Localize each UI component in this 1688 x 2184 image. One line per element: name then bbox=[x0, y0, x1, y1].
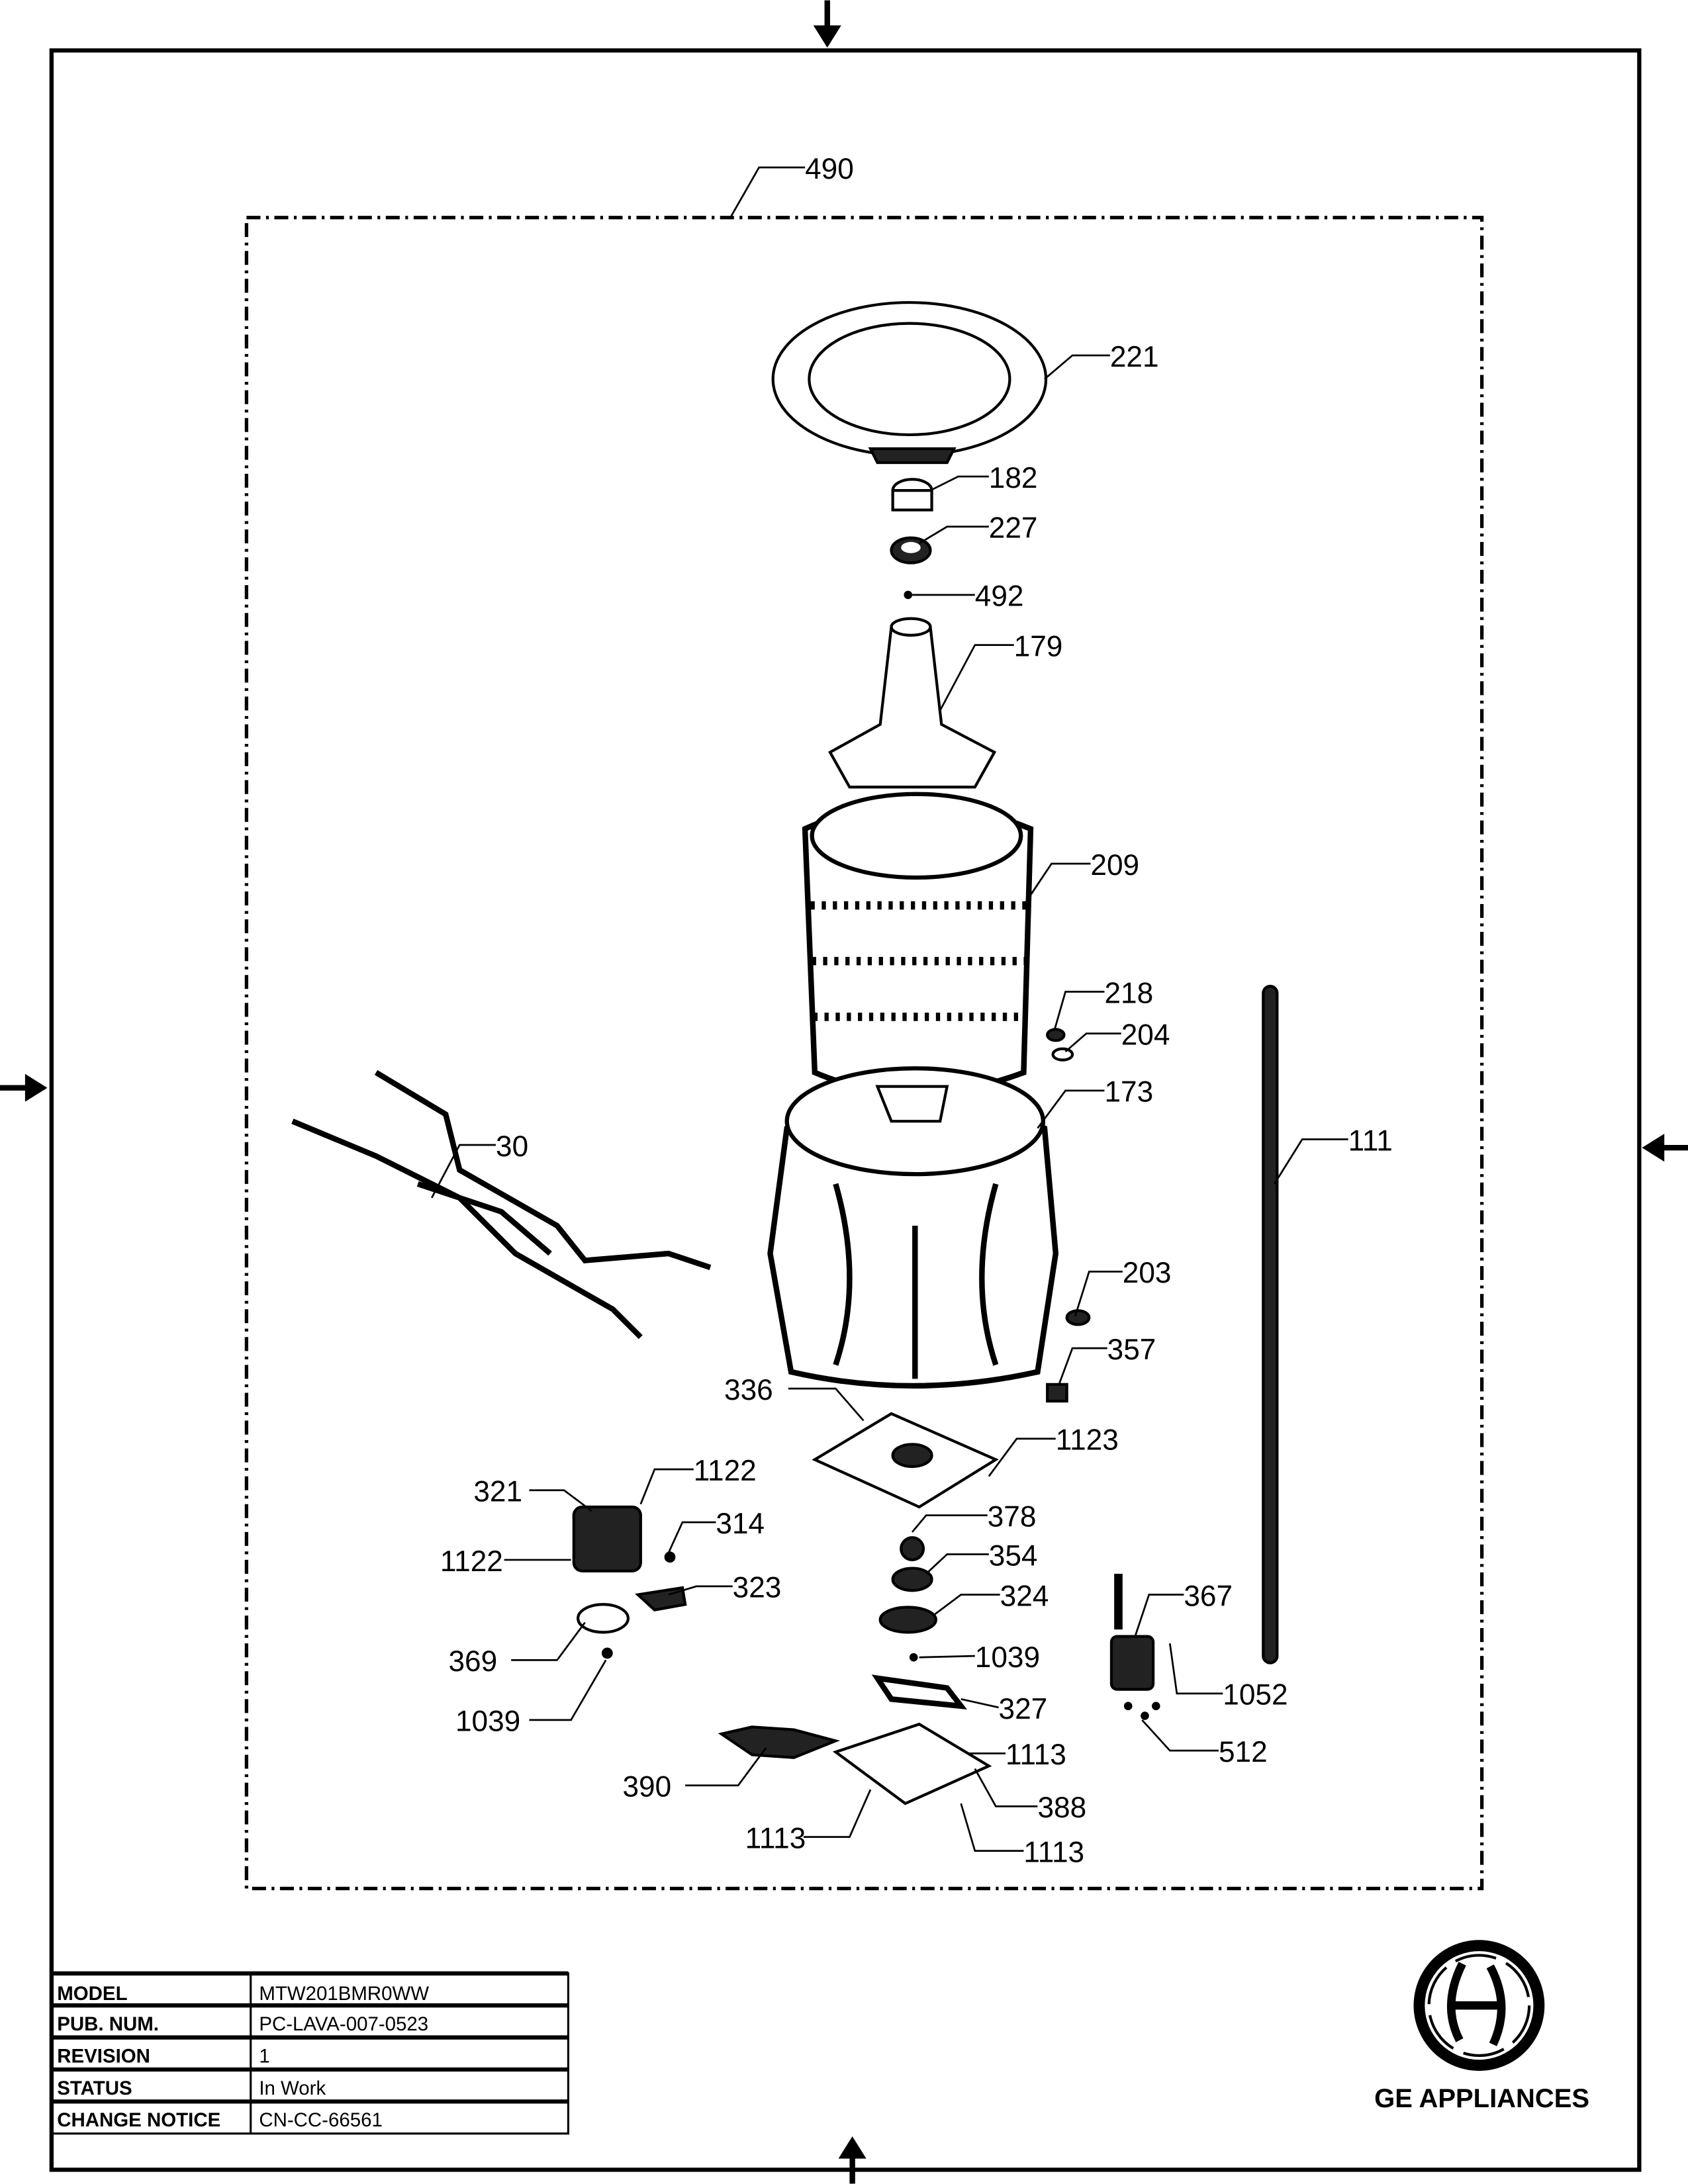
page-border bbox=[49, 48, 1642, 2172]
callout-179: 179 bbox=[1014, 630, 1063, 662]
callout-321: 321 bbox=[473, 1476, 522, 1508]
part-218-204-washers bbox=[1046, 1028, 1074, 1062]
ge-logo: GE APPLIANCES bbox=[1374, 1940, 1589, 2113]
model-label: MODEL bbox=[57, 1983, 127, 2005]
callout-388: 388 bbox=[1037, 1792, 1086, 1824]
revision-value: 1 bbox=[259, 2045, 269, 2067]
callout-182: 182 bbox=[989, 462, 1038, 494]
callout-221: 221 bbox=[1110, 341, 1159, 373]
change-notice-value: CN-CC-66561 bbox=[259, 2109, 382, 2131]
part-492-screw bbox=[904, 590, 913, 600]
callout-227: 227 bbox=[989, 512, 1038, 545]
part-30-wire-harness bbox=[291, 1069, 712, 1340]
callout-218: 218 bbox=[1104, 977, 1153, 1009]
part-369-pulley bbox=[577, 1603, 630, 1634]
callout-1113-c: 1113 bbox=[1023, 1836, 1084, 1868]
callout-492: 492 bbox=[975, 580, 1024, 613]
callout-490: 490 bbox=[805, 153, 854, 185]
callout-390: 390 bbox=[622, 1771, 671, 1803]
callout-204: 204 bbox=[1121, 1019, 1170, 1051]
callout-357: 357 bbox=[1107, 1334, 1156, 1366]
callout-111: 111 bbox=[1348, 1124, 1393, 1157]
part-203-washer bbox=[1065, 1309, 1091, 1326]
callout-1113: 1113 bbox=[1006, 1739, 1066, 1771]
callout-30: 30 bbox=[496, 1130, 528, 1163]
model-value: MTW201BMR0WW bbox=[259, 1983, 429, 2005]
part-336-mounting-plate bbox=[812, 1412, 999, 1509]
part-182-bushing bbox=[891, 478, 933, 512]
part-111-suspension-rod bbox=[1262, 984, 1279, 1664]
callout-1039-b: 1039 bbox=[455, 1706, 520, 1738]
callout-1122: 1122 bbox=[694, 1455, 757, 1487]
callout-1113-b: 1113 bbox=[745, 1822, 806, 1854]
assembly-boundary bbox=[244, 216, 1484, 1891]
callout-1039: 1039 bbox=[975, 1641, 1040, 1674]
part-173-outer-tub bbox=[767, 1066, 1059, 1389]
callout-327: 327 bbox=[999, 1693, 1048, 1725]
callout-1123: 1123 bbox=[1056, 1424, 1119, 1457]
part-378-354-324-seals bbox=[878, 1536, 937, 1634]
callout-336: 336 bbox=[724, 1374, 773, 1406]
callout-354: 354 bbox=[989, 1539, 1038, 1572]
brand-name: GE APPLIANCES bbox=[1374, 2084, 1589, 2113]
callout-378: 378 bbox=[988, 1500, 1037, 1533]
change-notice-label: CHANGE NOTICE bbox=[57, 2109, 220, 2131]
title-block: MODEL MTW201BMR0WW PUB. NUM. PC-LAVA-007… bbox=[50, 1971, 569, 2135]
part-179-agitator bbox=[828, 617, 997, 789]
part-314-screw bbox=[664, 1551, 676, 1563]
part-209-wash-basket bbox=[802, 792, 1034, 1097]
callout-324: 324 bbox=[1000, 1580, 1049, 1612]
callout-367: 367 bbox=[1184, 1580, 1233, 1612]
leader-lines bbox=[431, 166, 1348, 1852]
callout-323: 323 bbox=[733, 1572, 782, 1604]
part-321-motor bbox=[572, 1505, 642, 1572]
part-227-seal bbox=[890, 536, 932, 565]
pub-num-label: PUB. NUM. bbox=[57, 2013, 159, 2035]
part-367-1052-drain-pump bbox=[1109, 1573, 1155, 1691]
callout-314: 314 bbox=[716, 1508, 765, 1540]
callout-203: 203 bbox=[1123, 1257, 1172, 1289]
part-388-brake bbox=[832, 1722, 992, 1805]
part-327-belt bbox=[871, 1674, 968, 1710]
callout-173: 173 bbox=[1104, 1076, 1153, 1109]
status-value: In Work bbox=[259, 2077, 326, 2099]
part-512-screws bbox=[1123, 1702, 1160, 1720]
part-357-clip bbox=[1046, 1383, 1068, 1403]
callout-1052: 1052 bbox=[1223, 1679, 1288, 1711]
part-221-balance-ring bbox=[771, 300, 1048, 465]
part-1039-screw bbox=[601, 1647, 613, 1659]
callout-512: 512 bbox=[1219, 1736, 1268, 1768]
callout-209: 209 bbox=[1090, 849, 1139, 882]
part-1039-screw-2 bbox=[909, 1653, 918, 1662]
callout-labels: 490 221 182 227 492 179 209 218 204 173 … bbox=[440, 153, 1393, 1869]
pub-num-value: PC-LAVA-007-0523 bbox=[259, 2013, 428, 2035]
part-390-actuator bbox=[718, 1725, 841, 1759]
callout-1122-b: 1122 bbox=[440, 1545, 503, 1578]
revision-label: REVISION bbox=[57, 2045, 150, 2067]
status-label: STATUS bbox=[57, 2077, 132, 2099]
callout-369: 369 bbox=[448, 1645, 497, 1678]
